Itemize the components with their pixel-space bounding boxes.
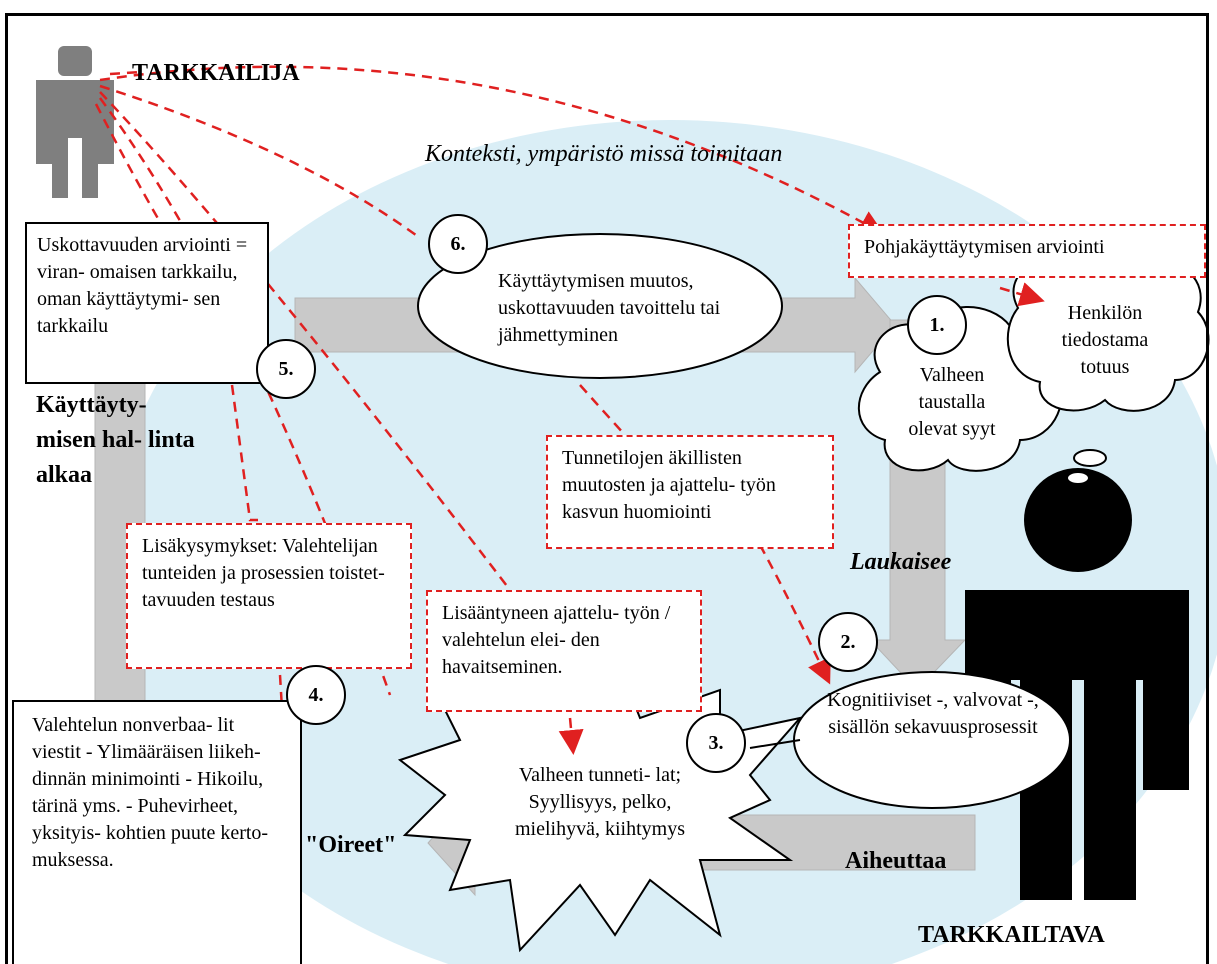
credibility-box: Uskottavuuden arviointi = viran- omaisen… xyxy=(25,222,269,384)
behavior-change-bubble xyxy=(417,233,783,379)
step-1-badge: 1. xyxy=(907,295,967,355)
reasons-text: Valheen taustalla olevat syyt xyxy=(908,364,996,440)
context-label: Konteksti, ympäristö missä toimitaan xyxy=(425,141,783,167)
causes-label: Aiheuttaa xyxy=(845,848,947,874)
step-6-badge: 6. xyxy=(428,214,488,274)
step-4-badge: 4. xyxy=(286,665,346,725)
nonverbal-box: Valehtelun nonverbaa- lit viestit - Ylim… xyxy=(12,700,302,964)
truth-text: Henkilön tiedostama totuus xyxy=(1061,302,1149,378)
emotion-changes-box: Tunnetilojen äkillisten muutosten ja aja… xyxy=(546,435,834,549)
step-2-badge: 2. xyxy=(818,612,878,672)
step-5-badge: 5. xyxy=(256,339,316,399)
triggers-label: Laukaisee xyxy=(850,549,952,575)
behavior-control-label: Käyttäyty- misen hal- linta alkaa xyxy=(36,392,195,488)
symptoms-label: "Oireet" xyxy=(305,832,397,858)
observed-label: TARKKAILTAVA xyxy=(918,922,1105,948)
cognitive-text: Kognitiiviset -, valvovat -, sisällön se… xyxy=(827,689,1039,738)
observer-label: TARKKAILIJA xyxy=(132,60,300,86)
extra-questions-box: Lisäkysymykset: Valehtelijan tunteiden j… xyxy=(126,523,412,669)
increased-thinking-box: Lisääntyneen ajattelu- työn / valehtelun… xyxy=(426,590,702,712)
behavior-change-text: Käyttäytymisen muutos, uskottavuuden tav… xyxy=(498,270,721,346)
step-3-badge: 3. xyxy=(686,713,746,773)
observer-figure xyxy=(36,46,114,198)
emotions-text: Valheen tunneti- lat; Syyllisyys, pelko,… xyxy=(515,764,685,840)
baseline-box: Pohjakäyttäytymisen arviointi xyxy=(848,224,1206,278)
